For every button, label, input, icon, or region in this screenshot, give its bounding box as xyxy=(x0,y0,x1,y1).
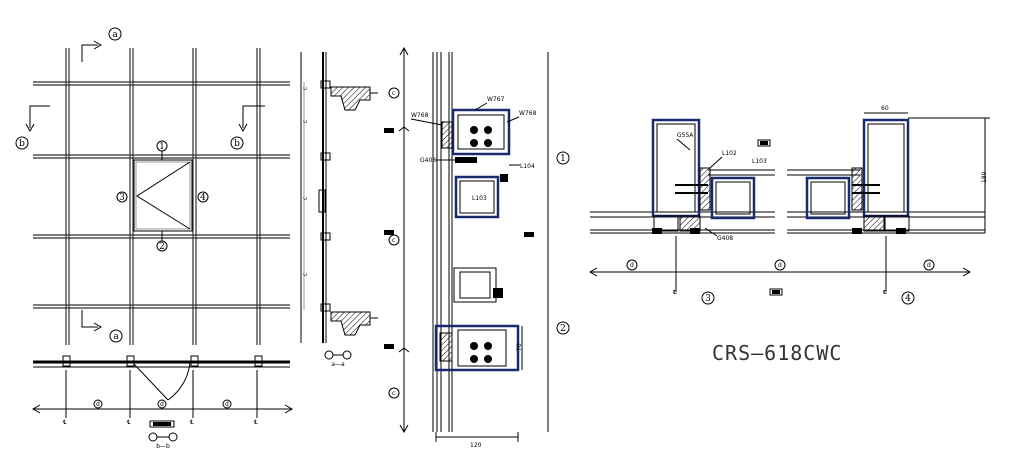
svg-text:℄: ℄ xyxy=(254,419,258,426)
svg-text:180: 180 xyxy=(981,171,988,183)
detail-12-labels: W767 W768 W768 G408 L104 L103 xyxy=(410,96,537,202)
svg-text:d: d xyxy=(160,401,164,408)
vent-window xyxy=(133,159,193,232)
svg-text:60: 60 xyxy=(881,105,889,112)
svg-text:a: a xyxy=(113,332,119,342)
svg-text:d: d xyxy=(96,401,100,408)
detail-nodes-1-2: c c c xyxy=(384,46,570,449)
svg-text:4: 4 xyxy=(200,193,206,203)
svg-text:℄: ℄ xyxy=(673,289,677,296)
section-marker-b-left: b xyxy=(15,105,50,150)
svg-text:3: 3 xyxy=(119,193,125,203)
svg-text:℄: ℄ xyxy=(883,289,887,296)
transom-profile-1 xyxy=(441,108,520,219)
svg-text:a—a: a—a xyxy=(331,361,345,368)
detail-node-1: 1 xyxy=(556,151,570,165)
svg-text:4: 4 xyxy=(905,294,911,304)
detail-nodes-3-4: G55A L102 L103 G408 60 180 d d xyxy=(588,105,990,305)
svg-text:b: b xyxy=(234,139,240,149)
detail-12-dims: 70 120 xyxy=(435,326,523,449)
detail-34-labels: G55A L102 L103 G408 xyxy=(676,132,783,296)
svg-text:d: d xyxy=(630,262,634,269)
vertical-section-dims: c c c c xyxy=(302,82,309,310)
detail-34-glass xyxy=(590,169,985,234)
detail-node-4: 4 xyxy=(901,291,915,305)
svg-text:W767: W767 xyxy=(487,96,505,103)
node-callout-2: 2 xyxy=(156,231,168,252)
svg-text:120: 120 xyxy=(470,442,482,449)
mullion-profile-3 xyxy=(651,118,756,234)
svg-text:c: c xyxy=(302,120,309,123)
svg-text:c: c xyxy=(302,197,309,200)
svg-text:b—b: b—b xyxy=(156,443,170,450)
vertical-section-transoms xyxy=(318,80,331,312)
svg-text:℄: ℄ xyxy=(190,419,194,426)
svg-text:℄: ℄ xyxy=(63,419,67,426)
section-marker-b-right: b xyxy=(230,105,265,150)
svg-text:3: 3 xyxy=(705,294,711,304)
vertical-section-tag: a—a xyxy=(324,350,352,368)
transom-profile-2 xyxy=(434,267,520,372)
svg-text:c: c xyxy=(392,90,395,97)
svg-text:2: 2 xyxy=(159,242,165,252)
svg-text:G55A: G55A xyxy=(677,132,694,139)
plan-mullions xyxy=(62,355,263,367)
section-marker-a-bottom: a xyxy=(81,310,123,343)
svg-text:℄: ℄ xyxy=(127,419,131,426)
section-marker-a-top: a xyxy=(81,27,122,62)
detail-12-vertical-dim: c c c xyxy=(388,46,410,434)
svg-text:W768: W768 xyxy=(411,112,429,119)
svg-text:c: c xyxy=(392,237,395,244)
svg-text:1: 1 xyxy=(560,154,566,164)
detail-34-dim-line: d d d ℄ ℄ xyxy=(588,236,972,296)
svg-text:d: d xyxy=(927,262,931,269)
svg-text:L102: L102 xyxy=(722,150,737,157)
node-callout-1: 1 xyxy=(156,140,168,160)
vent-swing xyxy=(133,361,191,401)
node-callout-3: 3 xyxy=(116,191,128,203)
svg-text:L104: L104 xyxy=(520,163,535,170)
svg-text:W768: W768 xyxy=(519,110,537,117)
svg-text:G408: G408 xyxy=(420,157,436,164)
svg-text:a: a xyxy=(112,30,118,40)
svg-text:b: b xyxy=(19,139,25,149)
svg-text:L103: L103 xyxy=(752,158,767,165)
elevation-transoms xyxy=(33,81,290,309)
detail-34-dims: 60 180 xyxy=(864,105,990,233)
mullion-profile-4 xyxy=(805,118,910,234)
svg-text:c: c xyxy=(302,273,309,276)
anchor-top xyxy=(330,86,378,111)
plan-section-b-b: ℄ ℄ ℄ ℄ d d d b—b xyxy=(31,355,294,450)
svg-text:d: d xyxy=(778,262,782,269)
drawing-title: CRS–618CWC xyxy=(712,341,842,365)
svg-text:2: 2 xyxy=(560,324,566,334)
svg-text:G408: G408 xyxy=(717,235,733,242)
detail-12-level-markers xyxy=(384,128,534,349)
vertical-section-a-a: c c c c a—a xyxy=(300,52,378,368)
svg-text:1: 1 xyxy=(159,142,165,152)
svg-text:70: 70 xyxy=(516,343,523,351)
svg-text:L103: L103 xyxy=(472,195,487,202)
elevation-mullions xyxy=(65,48,261,345)
plan-section-tag: b—b xyxy=(148,420,178,450)
svg-text:d: d xyxy=(225,401,229,408)
detail-node-2: 2 xyxy=(556,321,570,335)
svg-text:c: c xyxy=(392,390,395,397)
svg-text:c: c xyxy=(302,87,309,90)
plan-dimension-line: ℄ ℄ ℄ ℄ d d d xyxy=(31,370,294,426)
detail-node-3: 3 xyxy=(701,291,715,305)
anchor-bottom xyxy=(330,311,378,336)
node-callout-4: 4 xyxy=(197,191,209,203)
elevation-view: 1 2 3 4 a a xyxy=(15,27,290,345)
